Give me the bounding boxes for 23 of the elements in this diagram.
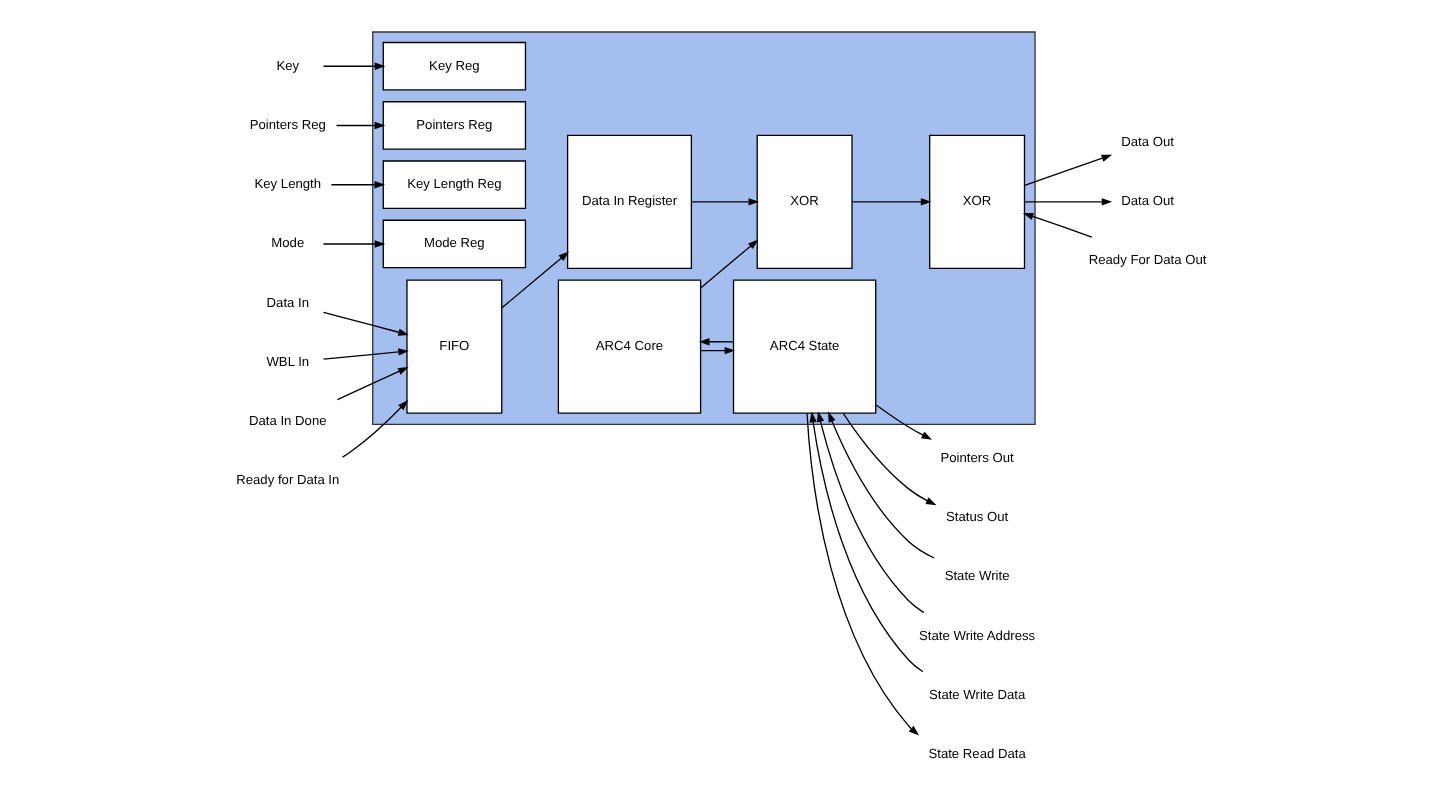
arrow	[1021, 212, 1092, 238]
arrow	[321, 62, 385, 70]
arrow	[841, 412, 936, 506]
arrow	[321, 240, 385, 248]
arrow	[329, 181, 384, 189]
arrow	[334, 121, 385, 130]
arrow	[321, 311, 408, 336]
arrow	[874, 404, 932, 440]
arrow	[1023, 154, 1112, 187]
arrow	[689, 198, 759, 206]
arrow	[815, 411, 924, 614]
arrow	[850, 198, 931, 206]
arrow	[340, 400, 408, 458]
arrow	[335, 367, 408, 401]
arrow	[805, 412, 919, 736]
arrow	[699, 346, 735, 355]
arrow	[699, 239, 758, 289]
arrow	[827, 411, 934, 559]
arrow	[500, 251, 569, 309]
arrow	[808, 411, 923, 673]
arrow	[1023, 198, 1112, 206]
arrow	[321, 348, 408, 360]
arrow	[697, 338, 733, 346]
